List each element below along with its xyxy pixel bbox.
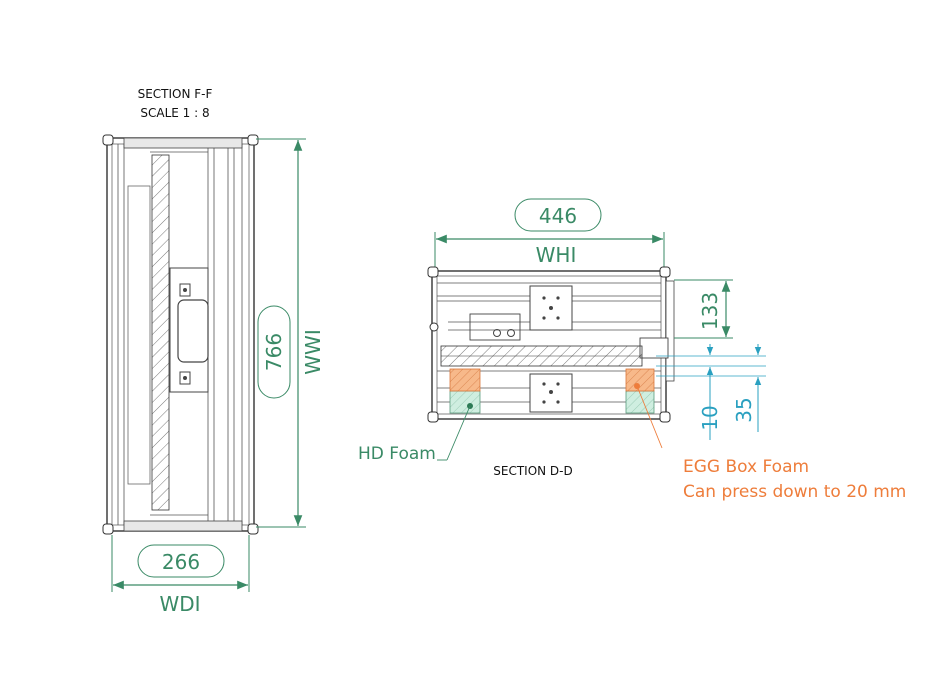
egg-box-foam-block [625, 368, 655, 392]
whi-label: WHI [536, 243, 577, 267]
dim-133-value: 133 [698, 292, 722, 330]
dd-corner-cap [659, 411, 671, 423]
dd-hinge-pin [429, 322, 439, 332]
wwi-value-bubble [257, 305, 291, 399]
dd-right-clip [639, 337, 669, 359]
ff-corner-cap [247, 134, 259, 146]
section-ff-view: SECTION F-F SCALE 1 : 8 [102, 87, 325, 616]
section-dd-title: SECTION D-D [493, 464, 573, 478]
dd-latch [469, 313, 521, 341]
ff-bottom-rail [123, 520, 243, 532]
ff-handle [177, 299, 209, 363]
wdi-value-bubble [137, 544, 225, 578]
dd-side-lid [665, 280, 675, 382]
ff-corner-cap [247, 523, 259, 535]
dim-10-value: 10 [698, 405, 722, 430]
dd-corner-cap [427, 266, 439, 278]
egg-box-foam-label: EGG Box Foam [683, 457, 809, 477]
ff-hatched-foam [151, 154, 170, 511]
section-ff-title: SECTION F-F [138, 87, 213, 101]
dd-bottom-bracket [529, 373, 573, 413]
whi-value-bubble [514, 198, 602, 232]
ff-inner-frame [111, 143, 250, 526]
dd-top-bracket [529, 285, 573, 331]
dd-corner-cap [427, 411, 439, 423]
ff-top-rail [123, 137, 243, 149]
dd-corner-cap [659, 266, 671, 278]
section-ff-scale: SCALE 1 : 8 [140, 106, 209, 120]
ff-left-panel [127, 185, 151, 485]
wwi-label: WWI [301, 329, 325, 374]
dim-35-value: 35 [732, 397, 756, 422]
ff-outer-frame [106, 137, 255, 532]
section-dd-view: 446 WHI [358, 198, 906, 502]
egg-box-foam-block [449, 368, 481, 392]
hd-foam-label: HD Foam [358, 444, 436, 464]
whi-value: 446 [539, 204, 577, 228]
ff-corner-cap [102, 523, 114, 535]
ff-corner-cap [102, 134, 114, 146]
egg-box-foam-note: Can press down to 20 mm [683, 482, 906, 502]
hd-foam-leader [446, 405, 471, 461]
egg-box-leader [636, 385, 663, 449]
wdi-value: 266 [162, 550, 200, 574]
hd-foam-block [449, 390, 481, 414]
wwi-value: 766 [262, 333, 286, 371]
wdi-label: WDI [159, 592, 200, 616]
